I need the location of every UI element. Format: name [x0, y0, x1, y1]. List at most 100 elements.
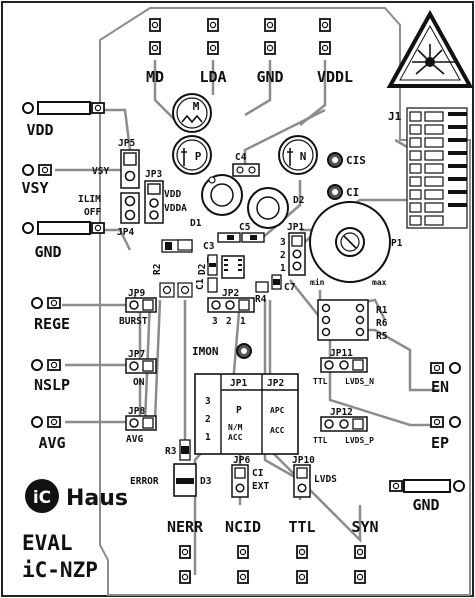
- label-d3: D3: [200, 476, 212, 487]
- jumper-jp9[interactable]: JP9 BURST: [119, 288, 157, 327]
- jumper-jp4[interactable]: ILIM OFF JP4: [78, 192, 140, 238]
- label-r1: R1: [376, 305, 388, 316]
- label-j1: J1: [388, 110, 402, 123]
- label-ci-jp6: CI: [252, 468, 263, 479]
- left-pin-nslp[interactable]: NSLP: [31, 359, 70, 394]
- diode-d-small[interactable]: D2: [197, 254, 218, 276]
- diode-symbol-p: P: [172, 135, 212, 175]
- left-pin-avg[interactable]: AVG: [31, 416, 66, 452]
- led-d3[interactable]: ERROR D3: [130, 463, 212, 497]
- table-header-jp1: JP1: [230, 378, 247, 389]
- jumper-jp7[interactable]: JP7 ON: [125, 349, 157, 388]
- jumper-jp6[interactable]: JP6 CI EXT: [231, 455, 269, 498]
- left-pin-rege[interactable]: REGE: [31, 297, 70, 333]
- pin-label-gnd-left: GND: [34, 243, 61, 261]
- jumper-jp3[interactable]: JP3 VDD VDDA: [144, 169, 187, 224]
- pin-label-gnd-right: GND: [412, 496, 439, 514]
- resistor-array[interactable]: R1 R6 R5: [317, 299, 388, 342]
- top-pin-gnd[interactable]: GND: [256, 18, 284, 86]
- testpoint-cis[interactable]: CIS: [327, 152, 366, 168]
- label-ttl-jp11: TTL: [313, 377, 328, 386]
- label-jp1-3: 3: [280, 237, 286, 248]
- label-r5: R5: [376, 331, 388, 342]
- label-c1: C1: [195, 278, 206, 290]
- board-title-model: iC-NZP: [22, 558, 98, 582]
- label-vsy: VSY: [92, 166, 109, 177]
- table-cell-acc1: ACC: [228, 433, 243, 442]
- resistor-r4[interactable]: R4: [255, 281, 269, 305]
- jumper-settings-table: JP1 JP2 3 2 1 P N/M ACC APC ACC: [194, 373, 299, 455]
- label-lvds-jp10: LVDS: [314, 474, 337, 485]
- pin-label-vddl: VDDL: [317, 68, 353, 86]
- pin-label-syn: SYN: [351, 518, 378, 536]
- diode-d1[interactable]: D1: [190, 174, 243, 229]
- label-d2-small: D2: [197, 264, 208, 275]
- pin-label-vdd: VDD: [26, 121, 53, 139]
- label-jp2-1: 1: [240, 316, 246, 327]
- label-r4: R4: [255, 294, 267, 305]
- jumper-jp2[interactable]: JP2 3 2 1: [207, 288, 255, 327]
- label-imon: IMON: [192, 345, 219, 358]
- j1-connector[interactable]: J1: [388, 107, 468, 229]
- pin-label-ep: EP: [431, 434, 449, 452]
- label-p1: P1: [391, 238, 403, 249]
- label-jp11: JP11: [330, 348, 353, 359]
- left-pin-vsy[interactable]: VSY: [21, 164, 52, 197]
- label-d2: D2: [293, 195, 304, 206]
- label-ext: EXT: [252, 481, 269, 492]
- pin-label-vsy: VSY: [21, 179, 48, 197]
- right-pin-en[interactable]: EN: [430, 362, 461, 396]
- label-d1: D1: [190, 218, 202, 229]
- label-jp4: JP4: [117, 227, 134, 238]
- jumper-jp1[interactable]: JP1 3 2 1: [280, 222, 306, 276]
- jumper-jp12[interactable]: JP12 TTL LVDS_P: [313, 407, 374, 445]
- testpoint-imon[interactable]: IMON: [192, 343, 252, 359]
- label-ilim: ILIM: [78, 194, 101, 205]
- label-c4: C4: [235, 152, 247, 163]
- label-jp2-2: 2: [226, 316, 232, 327]
- right-pin-ep[interactable]: EP: [430, 416, 461, 452]
- table-row-3: 3: [205, 396, 211, 407]
- bottom-pin-ttl[interactable]: TTL: [288, 518, 316, 584]
- jumper-jp5[interactable]: JP5 VSY: [92, 138, 140, 189]
- table-cell-nm: N/M: [228, 423, 243, 432]
- right-pin-gnd[interactable]: GND: [389, 479, 465, 514]
- label-jp2-3: 3: [212, 316, 218, 327]
- capacitor-c5[interactable]: C5: [239, 222, 265, 243]
- label-vdd-jp3: VDD: [164, 189, 181, 200]
- bottom-pin-nerr[interactable]: NERR: [167, 518, 204, 584]
- left-pin-vdd[interactable]: VDD: [22, 101, 105, 139]
- bottom-pin-ncid[interactable]: NCID: [225, 518, 261, 584]
- capacitor-c4[interactable]: C4: [232, 152, 260, 177]
- testpoint-ci[interactable]: CI: [327, 184, 359, 200]
- potentiometer-p1[interactable]: P1 min max: [309, 201, 403, 287]
- jumper-jp10[interactable]: JP10 LVDS: [292, 455, 337, 498]
- capacitor-c1[interactable]: C1: [195, 277, 218, 293]
- capacitor-c3[interactable]: C3: [203, 232, 241, 252]
- diode-d2[interactable]: D2: [247, 187, 304, 229]
- capacitor-c7[interactable]: C7: [271, 274, 295, 293]
- table-header-jp2: JP2: [267, 378, 284, 389]
- jumper-jp11[interactable]: JP11 TTL LVDS_N: [313, 348, 374, 386]
- label-error: ERROR: [130, 476, 159, 487]
- label-cis: CIS: [346, 154, 366, 167]
- diode-symbol-m: M: [172, 93, 212, 133]
- top-pin-md[interactable]: MD: [146, 18, 164, 86]
- table-row-1: 1: [205, 432, 211, 443]
- label-jp1-2: 2: [280, 250, 286, 261]
- top-pin-lda[interactable]: LDA: [199, 18, 227, 86]
- left-pin-gnd[interactable]: GND: [22, 221, 105, 261]
- pin-label-md: MD: [146, 68, 164, 86]
- top-pin-vddl[interactable]: VDDL: [317, 18, 353, 86]
- board-title-eval: EVAL: [22, 531, 73, 555]
- label-min: min: [310, 277, 325, 287]
- jumper-jp8[interactable]: JP8 AVG: [125, 406, 157, 445]
- label-burst: BURST: [119, 316, 148, 327]
- diode-symbol-n: N: [278, 135, 318, 175]
- pin-label-ttl: TTL: [288, 518, 315, 536]
- bottom-pin-syn[interactable]: SYN: [351, 518, 379, 584]
- pin-label-nerr: NERR: [167, 518, 204, 536]
- pin-label-lda: LDA: [199, 68, 226, 86]
- label-off: OFF: [84, 207, 101, 218]
- resistor-r3[interactable]: R3: [165, 439, 191, 461]
